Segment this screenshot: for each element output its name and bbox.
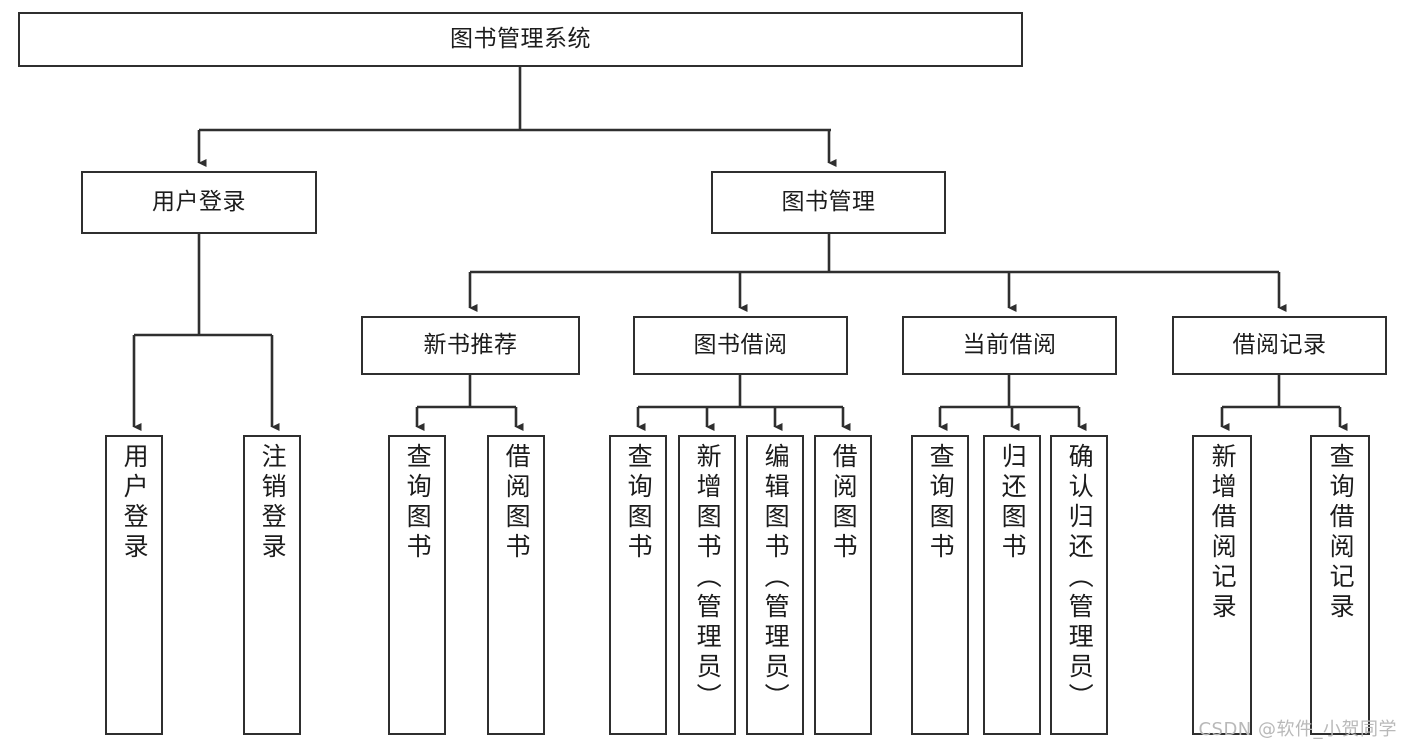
- leaf-query-book-1-label: 查询图书: [403, 443, 433, 563]
- leaf-logout-label: 注销登录: [258, 443, 288, 563]
- leaf-query-record[interactable]: 查询借阅记录: [1310, 435, 1370, 735]
- leaf-query-book-3[interactable]: 查询图书: [911, 435, 969, 735]
- node-borrow-record-label: 借阅记录: [1232, 332, 1327, 359]
- leaf-add-book[interactable]: 新增图书（管理员）: [678, 435, 736, 735]
- leaf-confirm-return[interactable]: 确认归还（管理员）: [1050, 435, 1108, 735]
- node-book-borrow[interactable]: 图书借阅: [633, 316, 848, 375]
- node-root-label: 图书管理系统: [450, 26, 591, 53]
- leaf-return-book[interactable]: 归还图书: [983, 435, 1041, 735]
- leaf-confirm-return-label: 确认归还（管理员）: [1065, 443, 1095, 713]
- node-current-borrow-label: 当前借阅: [962, 332, 1057, 359]
- leaf-user-login-label: 用户登录: [120, 443, 150, 563]
- node-book-manage-label: 图书管理: [781, 189, 876, 216]
- leaf-query-book-2[interactable]: 查询图书: [609, 435, 667, 735]
- leaf-return-book-label: 归还图书: [998, 443, 1028, 563]
- leaf-borrow-book-1[interactable]: 借阅图书: [487, 435, 545, 735]
- node-current-borrow[interactable]: 当前借阅: [902, 316, 1117, 375]
- leaf-query-book-2-label: 查询图书: [624, 443, 654, 563]
- node-user-login-label: 用户登录: [152, 189, 246, 216]
- node-root[interactable]: 图书管理系统: [18, 12, 1023, 67]
- leaf-borrow-book-2-label: 借阅图书: [829, 443, 859, 563]
- node-new-book-recommend[interactable]: 新书推荐: [361, 316, 580, 375]
- leaf-query-record-label: 查询借阅记录: [1326, 443, 1356, 623]
- leaf-user-login[interactable]: 用户登录: [105, 435, 163, 735]
- leaf-query-book-3-label: 查询图书: [926, 443, 956, 563]
- leaf-add-book-label: 新增图书（管理员）: [693, 443, 723, 713]
- leaf-borrow-book-1-label: 借阅图书: [502, 443, 532, 563]
- leaf-query-book-1[interactable]: 查询图书: [388, 435, 446, 735]
- node-new-book-recommend-label: 新书推荐: [423, 332, 518, 359]
- node-user-login[interactable]: 用户登录: [81, 171, 317, 234]
- leaf-add-record-label: 新增借阅记录: [1208, 443, 1238, 623]
- leaf-add-record[interactable]: 新增借阅记录: [1192, 435, 1252, 735]
- node-book-borrow-label: 图书借阅: [693, 332, 788, 359]
- node-book-manage[interactable]: 图书管理: [711, 171, 946, 234]
- watermark: CSDN @软件_小贺同学: [1198, 719, 1397, 740]
- leaf-edit-book-label: 编辑图书（管理员）: [761, 443, 791, 713]
- leaf-borrow-book-2[interactable]: 借阅图书: [814, 435, 872, 735]
- leaf-logout[interactable]: 注销登录: [243, 435, 301, 735]
- node-borrow-record[interactable]: 借阅记录: [1172, 316, 1387, 375]
- leaf-edit-book[interactable]: 编辑图书（管理员）: [746, 435, 804, 735]
